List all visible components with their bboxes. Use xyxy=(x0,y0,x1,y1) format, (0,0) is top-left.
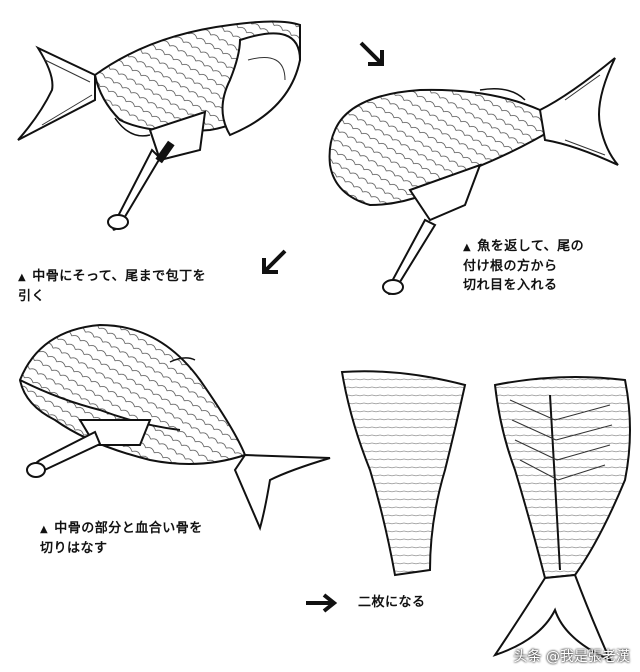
triangle-marker-icon: ▲ xyxy=(40,524,49,535)
arrow-step1-to-step2 xyxy=(359,41,384,66)
caption-step-3: ▲中骨の部分と血合い骨を 切りはなす xyxy=(40,500,203,558)
arrow-to-result xyxy=(306,593,338,613)
knife-1 xyxy=(107,110,207,231)
caption-result: 二枚になる xyxy=(358,595,426,610)
triangle-marker-icon: ▲ xyxy=(18,272,27,283)
arrow-step2-to-step3 xyxy=(262,249,287,274)
caption-step-2-text: 魚を返して、尾の 付け根の方から 切れ目を入れる xyxy=(463,239,585,293)
knife-2 xyxy=(382,163,482,295)
fish-2 xyxy=(328,57,619,207)
caption-step-1-text: 中骨にそって、尾まで包丁を 引く xyxy=(18,269,207,304)
fillet-right-with-bones xyxy=(492,375,631,662)
fish-1 xyxy=(17,20,302,141)
caption-step-2: ▲魚を返して、尾の 付け根の方から 切れ目を入れる xyxy=(463,218,584,295)
triangle-marker-icon: ▲ xyxy=(463,242,472,253)
caption-step-1: ▲中骨にそって、尾まで包丁を 引く xyxy=(18,248,206,306)
knife-3 xyxy=(26,419,152,478)
fish-3 xyxy=(18,323,331,532)
fillet-left xyxy=(340,370,467,577)
watermark: 头条 @我是張老漢 xyxy=(513,649,630,665)
caption-step-3-text: 中骨の部分と血合い骨を 切りはなす xyxy=(40,521,203,556)
